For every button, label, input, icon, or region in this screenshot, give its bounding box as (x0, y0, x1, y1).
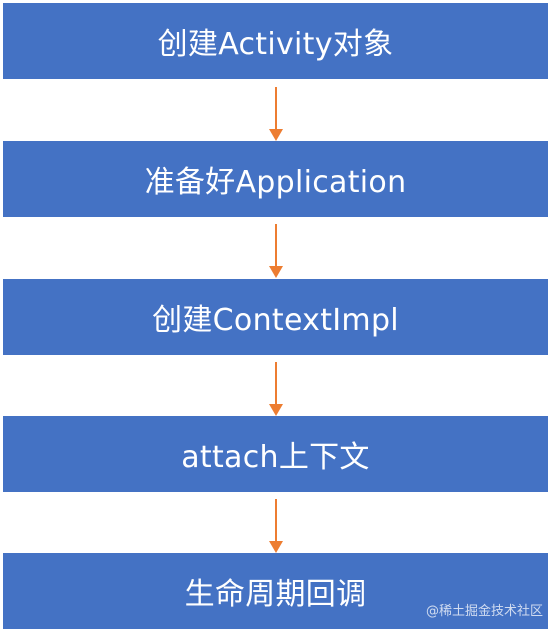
step-label: attach上下文 (181, 440, 370, 475)
watermark: @稀土掘金技术社区 (425, 604, 543, 619)
arrow-down-icon (269, 499, 283, 553)
step-box-create-activity: 创建Activity对象 (3, 3, 548, 79)
arrow-down-icon (269, 224, 283, 278)
step-label: 创建ContextImpl (152, 303, 399, 338)
step-box-attach-context: attach上下文 (3, 416, 548, 492)
arrow-down-icon (269, 362, 283, 416)
arrow-down-icon (269, 87, 283, 141)
step-box-lifecycle-callback: 生命周期回调 (3, 553, 548, 629)
step-label: 生命周期回调 (184, 577, 367, 612)
step-box-create-contextimpl: 创建ContextImpl (3, 279, 548, 355)
step-box-prepare-application: 准备好Application (3, 141, 548, 217)
step-label: 准备好Application (144, 165, 407, 200)
step-label: 创建Activity对象 (157, 27, 394, 62)
